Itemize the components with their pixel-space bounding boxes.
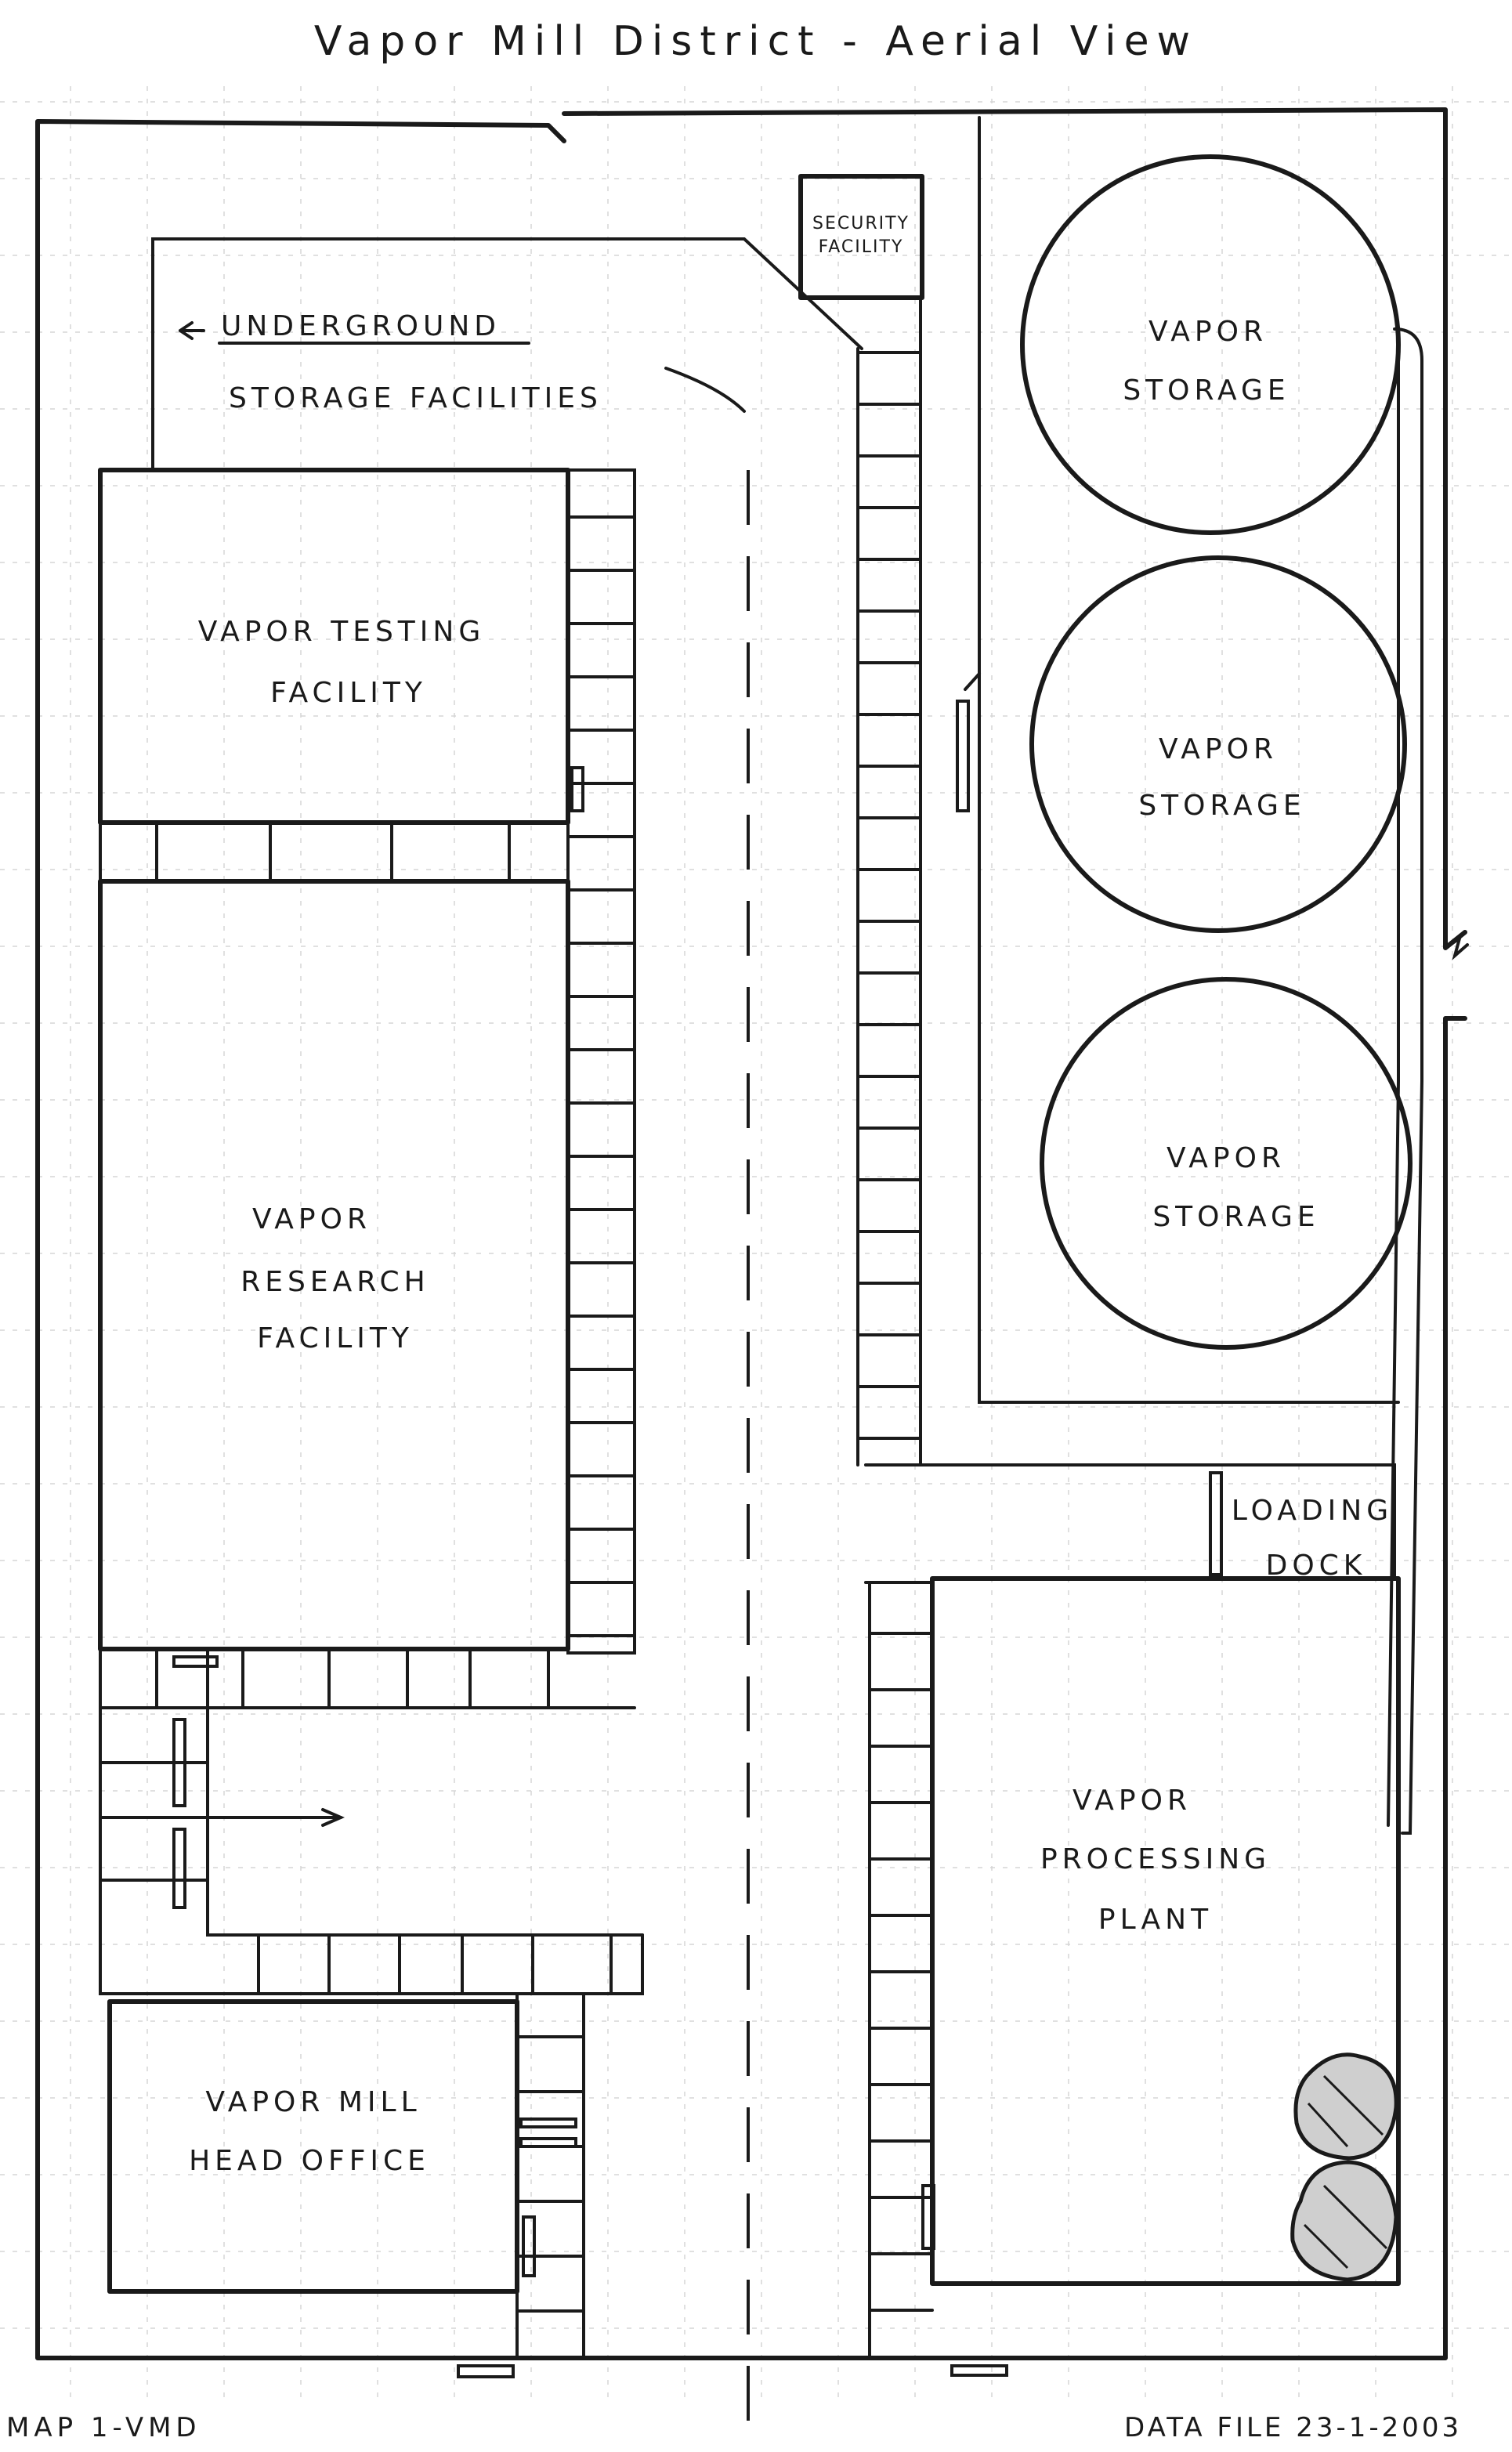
perimeter-wall — [35, 107, 1469, 2360]
storage-3-label-1: VAPOR — [1167, 1142, 1286, 1174]
testing-label-2: FACILITY — [270, 677, 427, 709]
security-facility-label-2: FACILITY — [819, 237, 904, 257]
vapor-processing-plant: VAPOR PROCESSING PLANT — [930, 1576, 1401, 2286]
map-title: Vapor Mill District - Aerial View — [314, 18, 1198, 65]
graph-paper-grid — [0, 86, 1512, 2397]
plant-tank-lower — [1290, 2160, 1398, 2282]
research-label-1: VAPOR — [252, 1203, 371, 1235]
plant-tank-upper — [1293, 2052, 1398, 2161]
underground-label-2: STORAGE FACILITIES — [229, 382, 602, 414]
vapor-storage-tank-2: VAPOR STORAGE — [1029, 555, 1407, 933]
testing-south-walkway — [99, 821, 570, 883]
underground-label-1: UNDERGROUND — [221, 310, 501, 342]
vapor-testing-facility: VAPOR TESTING FACILITY — [98, 468, 570, 825]
processing-label-3: PLANT — [1098, 1904, 1213, 1936]
storage-2-label-2: STORAGE — [1138, 790, 1305, 822]
processing-label-2: PROCESSING — [1040, 1843, 1271, 1875]
storage-2-label-1: VAPOR — [1159, 733, 1278, 765]
testing-label-1: VAPOR TESTING — [198, 616, 485, 648]
vapor-research-facility: VAPOR RESEARCH FACILITY — [98, 879, 570, 1651]
security-walkway — [856, 296, 922, 1466]
data-file-stamp: DATA FILE 23-1-2003 — [1124, 2412, 1462, 2443]
head-office-walkway — [457, 1992, 585, 2378]
underground-storage-zone — [151, 237, 863, 472]
office-label-1: VAPOR MILL — [205, 2086, 421, 2118]
research-label-2: RESEARCH — [241, 1266, 429, 1298]
vapor-mill-head-office: VAPOR MILL HEAD OFFICE — [107, 1999, 519, 2294]
plant-west-walkway — [868, 1581, 1008, 2377]
storage-1-label-2: STORAGE — [1123, 374, 1290, 407]
office-label-2: HEAD OFFICE — [189, 2145, 430, 2177]
loading-dock-label-1: LOADING — [1232, 1495, 1393, 1527]
west-parking-area — [99, 1647, 644, 1995]
map-id: MAP 1-VMD — [6, 2412, 201, 2443]
vapor-storage-tank-3: VAPOR STORAGE — [1040, 977, 1413, 1350]
processing-label-1: VAPOR — [1073, 1785, 1192, 1817]
testing-east-walkway — [566, 468, 636, 1655]
storage-3-label-2: STORAGE — [1152, 1201, 1319, 1233]
storage-yard-fence — [956, 116, 1400, 1404]
security-facility: SECURITY FACILITY — [798, 174, 924, 300]
research-label-3: FACILITY — [257, 1322, 414, 1354]
vapor-storage-tank-1: VAPOR STORAGE — [1020, 154, 1401, 535]
security-facility-label-1: SECURITY — [812, 214, 910, 233]
storage-1-label-1: VAPOR — [1148, 316, 1268, 348]
